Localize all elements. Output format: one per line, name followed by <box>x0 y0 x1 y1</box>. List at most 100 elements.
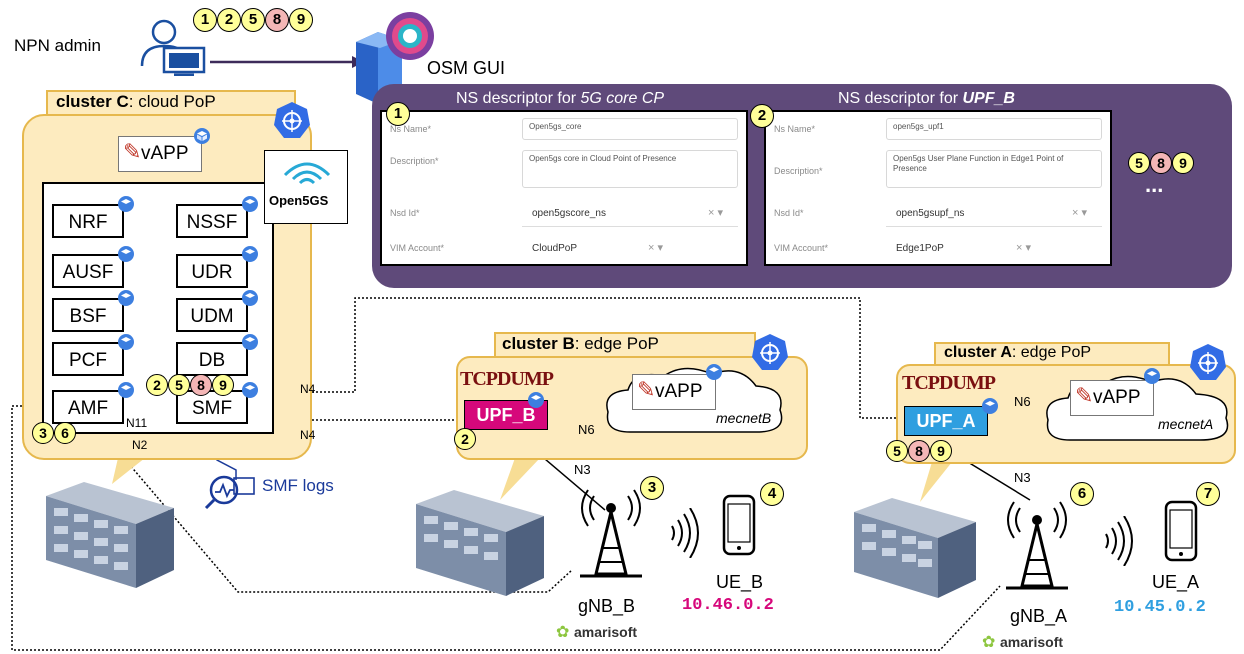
ns-name-field[interactable]: Open5gs_core <box>522 118 738 140</box>
cube-icon <box>242 334 258 350</box>
cube-icon <box>528 392 544 408</box>
description-field[interactable]: Open5gs core in Cloud Point of Presence <box>522 150 738 188</box>
gnb-b-label: gNB_B <box>578 596 636 616</box>
step-badge: 2 <box>454 428 476 450</box>
server-rack-a <box>854 498 976 598</box>
step-badge: 6 <box>54 422 76 444</box>
cluster-a-title: cluster A: edge PoP <box>944 344 1092 361</box>
ns-form-core: Ns Name* Open5gs_core Description* Open5… <box>380 110 748 266</box>
ue-b-ip: 10.46.0.2 <box>682 596 774 615</box>
step-badge: 5 <box>886 440 908 462</box>
iface-n6-a: N6 <box>1014 394 1031 409</box>
vapp-label: vAPP <box>655 381 703 402</box>
cube-icon <box>194 128 210 144</box>
clear-chevron-icon[interactable]: × ▾ <box>1016 242 1032 254</box>
ns-name-field[interactable]: open5gs_upf1 <box>886 118 1102 140</box>
cube-icon <box>242 382 258 398</box>
cluster-b-title-box <box>494 332 756 358</box>
feather-icon: ✎ <box>123 139 142 164</box>
clear-chevron-icon[interactable]: × ▾ <box>708 207 724 219</box>
amarisoft-label: amarisoft <box>1000 634 1064 650</box>
step-badge: 9 <box>212 374 234 396</box>
kubernetes-icon <box>274 102 310 138</box>
iface-n4-b: N4 <box>300 428 316 442</box>
cube-icon <box>242 196 258 212</box>
vim-account-label: VIM Account* <box>774 243 829 253</box>
cube-icon <box>982 398 998 414</box>
nf-nssf: NSSF <box>176 204 248 238</box>
nf-bsf: BSF <box>52 298 124 332</box>
server-rack-c <box>46 482 174 588</box>
gnb-a-tower-icon <box>1006 501 1068 590</box>
iface-n3-a: N3 <box>1014 470 1031 485</box>
iface-n6-b: N6 <box>578 422 595 437</box>
gnb-a-label: gNB_A <box>1010 606 1068 626</box>
cluster-b-pointer <box>500 458 540 500</box>
step-badge: 8 <box>908 440 930 462</box>
open5gs-label: Open5GS <box>269 193 329 208</box>
cube-icon <box>118 196 134 212</box>
step-badge: 5 <box>241 8 265 32</box>
smf-logs-label: SMF logs <box>262 476 334 495</box>
osm-gui-label: OSM GUI <box>427 58 506 78</box>
tcpdump-logo-b: TCPDUMP <box>460 368 554 390</box>
divider <box>522 226 738 227</box>
nf-smf: SMF <box>176 390 248 424</box>
nsd-id-label: Nsd Id* <box>774 208 804 218</box>
cluster-c-pointer <box>112 458 145 484</box>
cluster-a-pointer <box>920 462 952 502</box>
clear-chevron-icon[interactable]: × ▾ <box>648 242 664 254</box>
amarisoft-label: amarisoft <box>574 624 638 640</box>
amf-step-badges: 3 6 <box>32 422 76 444</box>
radio-waves-icon <box>1105 516 1133 566</box>
vapp-box-a: ✎ vAPP <box>1070 380 1154 416</box>
feather-icon: ✎ <box>637 377 656 402</box>
nsd-id-select[interactable]: open5gsupf_ns <box>896 208 965 219</box>
description-field[interactable]: Open5gs User Plane Function in Edge1 Poi… <box>886 150 1102 188</box>
cube-icon <box>118 334 134 350</box>
ue-b-label: UE_B <box>716 572 764 592</box>
step-badge: 2 <box>146 374 168 396</box>
cluster-a-title-box <box>934 342 1170 366</box>
ns-name-label: Ns Name* <box>774 124 816 134</box>
upf-a-step-badges: 5 8 9 <box>886 440 952 462</box>
kubernetes-icon <box>1190 344 1226 380</box>
nf-udm: UDM <box>176 298 248 332</box>
admin-user-icon <box>140 19 206 76</box>
cluster-b-title: cluster B: edge PoP <box>502 334 659 353</box>
amarisoft-flower-icon: ✿ <box>982 634 996 651</box>
ue-a-label: UE_A <box>1152 572 1200 592</box>
step-badge: 5 <box>168 374 190 396</box>
tcpdump-logo-a: TCPDUMP <box>902 372 996 394</box>
vim-account-select[interactable]: CloudPoP <box>532 243 578 254</box>
n2-link-a <box>11 405 1001 651</box>
mecnet-b-label: mecnetB <box>716 410 772 426</box>
iface-n3-b: N3 <box>574 462 591 477</box>
step-badge: 3 <box>32 422 54 444</box>
admin-step-badges: 1 2 5 8 9 <box>193 8 313 32</box>
nf-nrf: NRF <box>52 204 124 238</box>
vim-account-label: VIM Account* <box>390 243 445 253</box>
ns-name-label: Ns Name* <box>390 124 432 134</box>
step-badge: 1 <box>386 102 410 126</box>
npn-admin-label: NPN admin <box>14 36 101 55</box>
more-ellipsis: ... <box>1145 172 1164 197</box>
vim-account-select[interactable]: Edge1PoP <box>896 243 944 254</box>
step-badge: 7 <box>1196 482 1220 506</box>
step-badge: 2 <box>217 8 241 32</box>
iface-n4-a: N4 <box>300 382 316 396</box>
logs-magnifier-icon <box>204 475 255 510</box>
open5gs-logo: Open5GS <box>264 150 348 224</box>
cube-icon <box>118 246 134 262</box>
gnb-b-tower-icon <box>580 489 642 578</box>
cube-icon <box>706 364 722 380</box>
ns-descriptor-title-2: NS descriptor for UPF_B <box>838 90 1015 107</box>
cube-icon <box>118 382 134 398</box>
step-badge: 8 <box>1150 152 1172 174</box>
step-badge: 5 <box>1128 152 1150 174</box>
clear-chevron-icon[interactable]: × ▾ <box>1072 207 1088 219</box>
step-badge: 4 <box>760 482 784 506</box>
nsd-id-select[interactable]: open5gscore_ns <box>532 208 606 219</box>
nf-udr: UDR <box>176 254 248 288</box>
step-badge: 9 <box>930 440 952 462</box>
